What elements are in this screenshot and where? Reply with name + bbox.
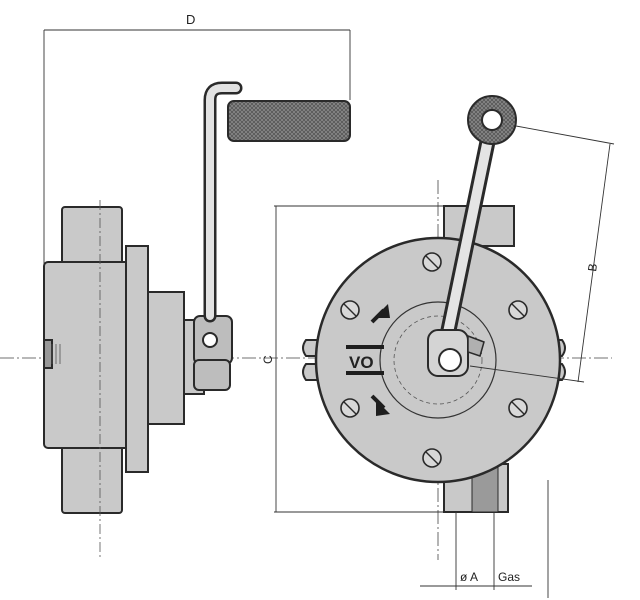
bolt-slots	[343, 255, 525, 465]
dimension-b	[469, 125, 615, 383]
dimension-c	[274, 205, 464, 513]
flow-arrows	[370, 304, 390, 416]
dimension-d	[43, 29, 351, 280]
dimension-label-gas: Gas	[498, 570, 520, 584]
vo-overbar	[346, 345, 384, 349]
dimension-label-b: B	[585, 263, 600, 273]
dimension-label-a: ø A	[460, 570, 478, 584]
side-crank-arm	[203, 81, 243, 323]
side-view-details	[51, 200, 101, 560]
vo-underbar	[346, 371, 384, 375]
dimension-a-gas	[420, 480, 549, 598]
side-handle-grip	[227, 100, 351, 142]
vo-marking: VO	[349, 353, 374, 372]
dimension-label-d: D	[186, 12, 195, 27]
side-view	[43, 206, 233, 514]
inner-ring	[379, 301, 497, 419]
front-crank-lever	[427, 95, 517, 377]
dimension-label-c: C	[261, 355, 275, 364]
